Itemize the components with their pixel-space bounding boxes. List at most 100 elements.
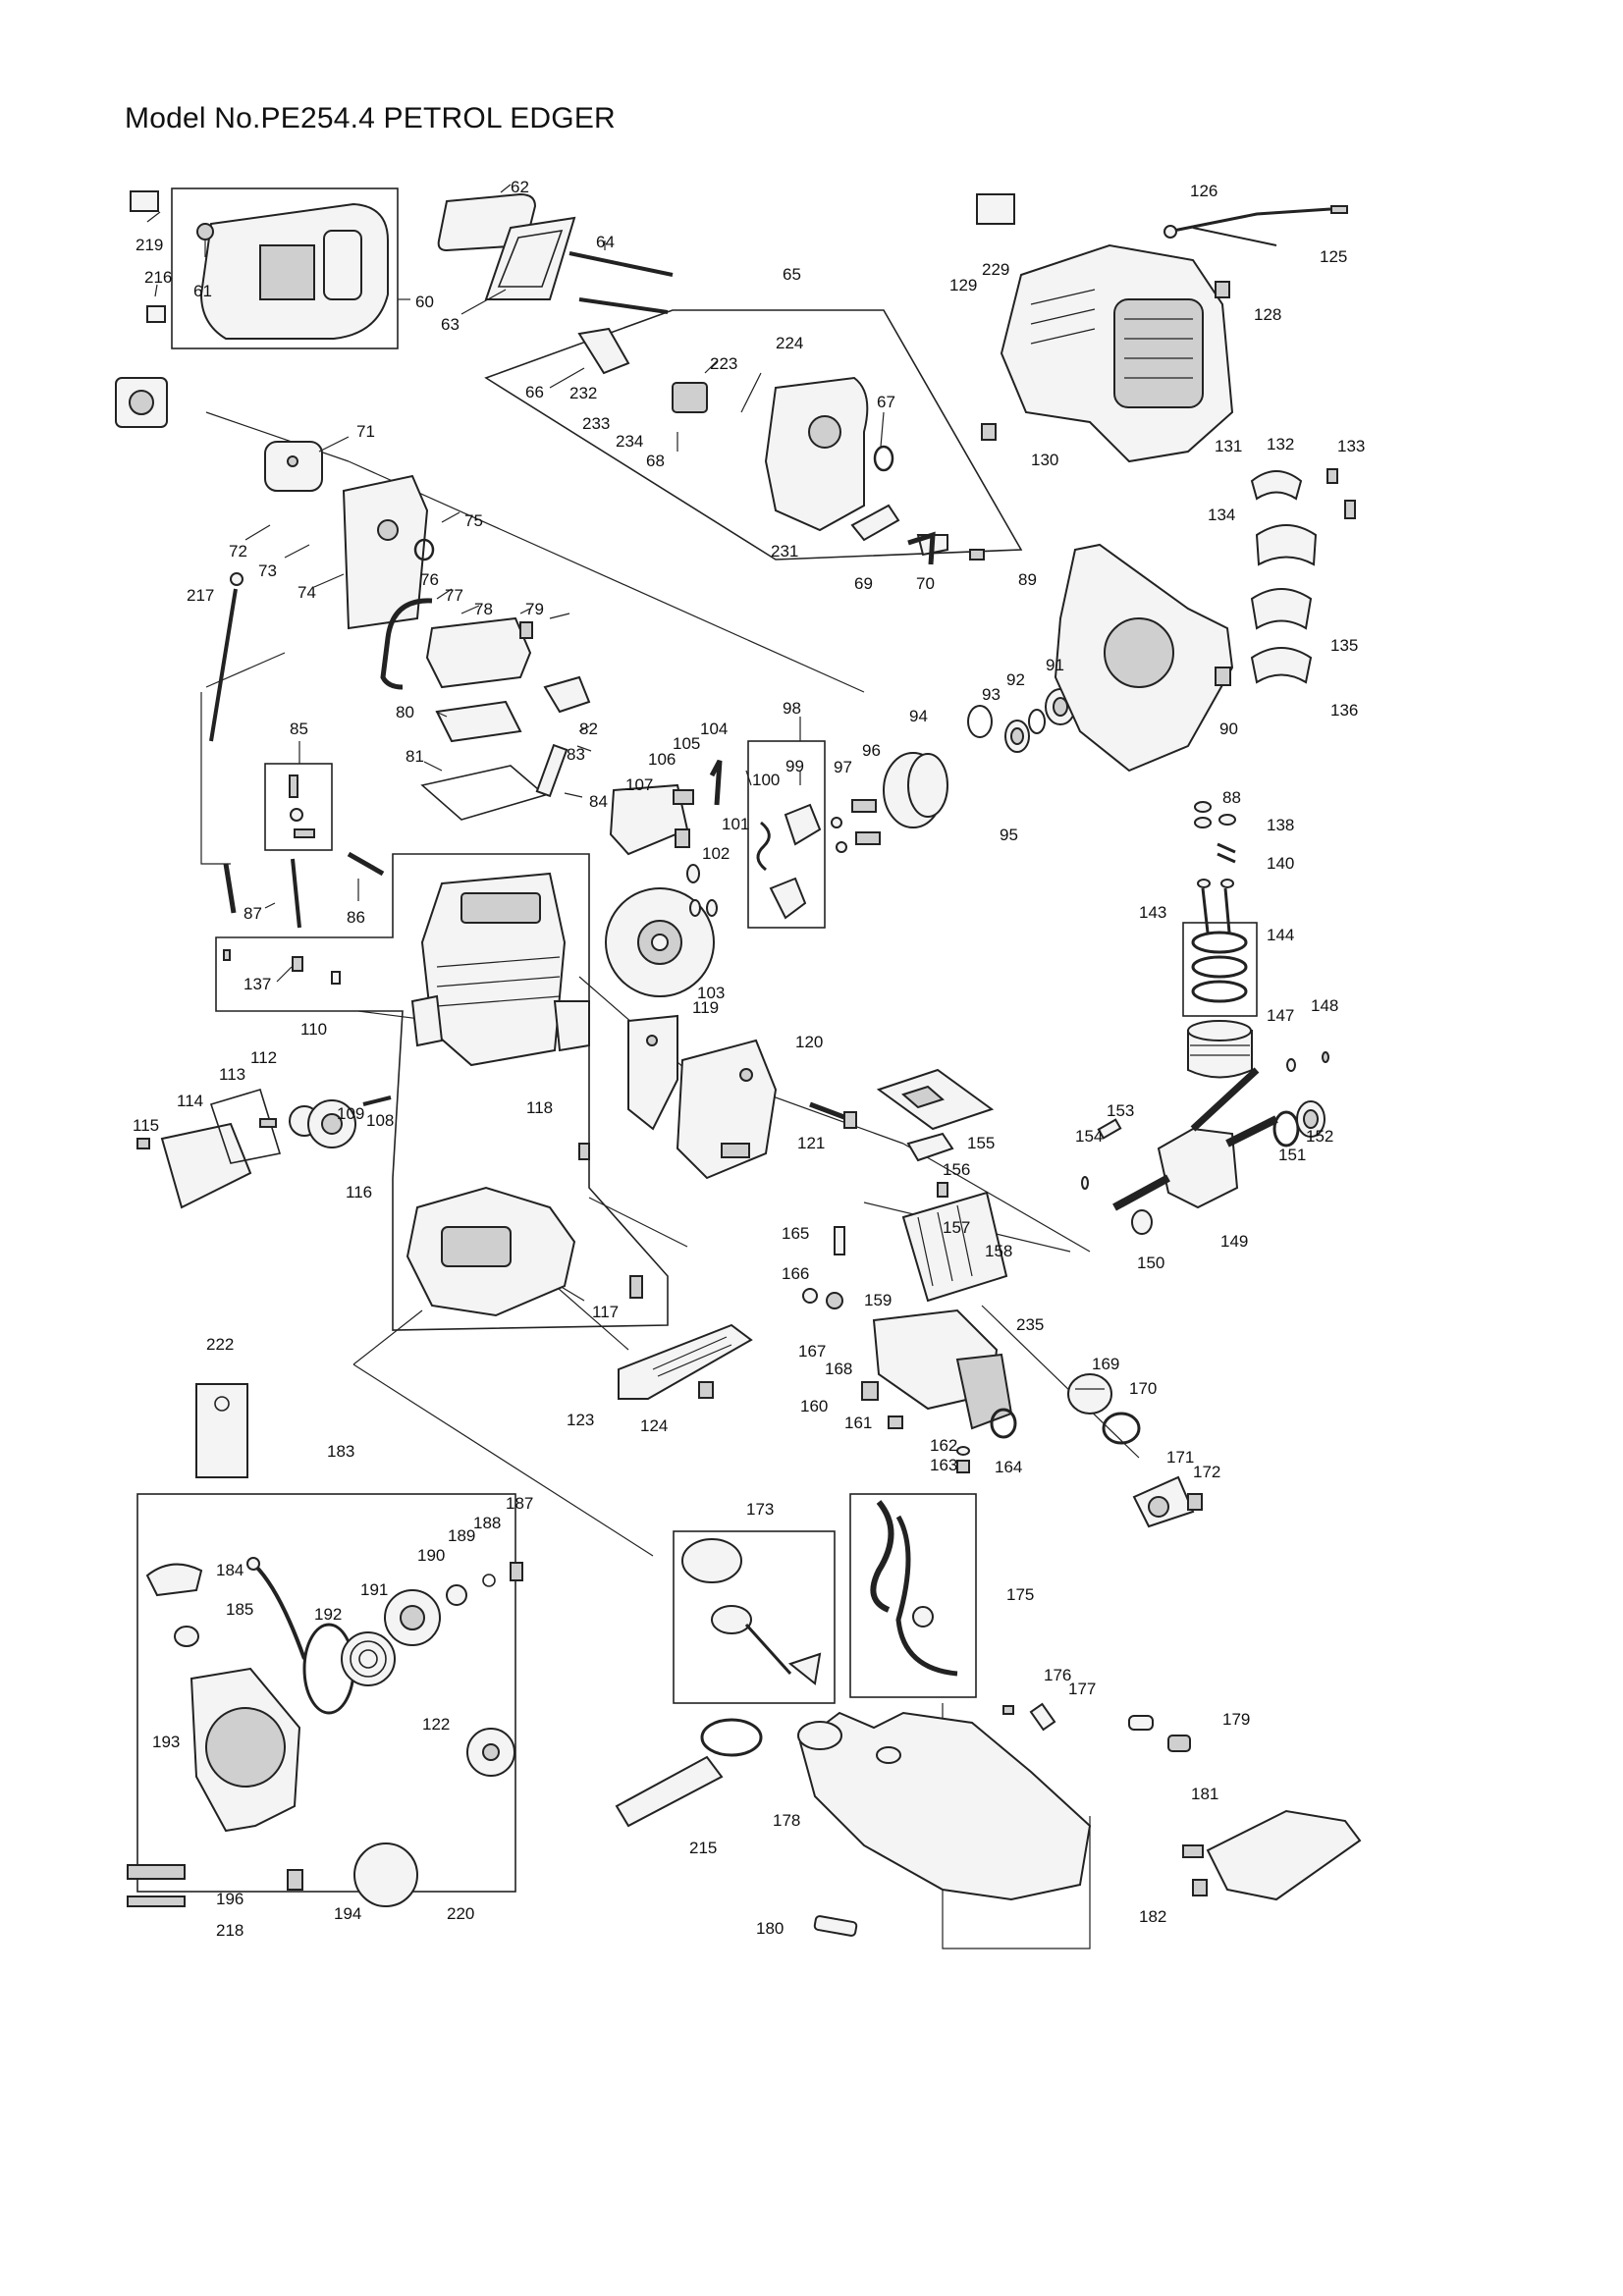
frame-line-left bbox=[200, 692, 231, 865]
label-107: 107 bbox=[625, 775, 653, 794]
label-102: 102 bbox=[702, 844, 730, 863]
label-91: 91 bbox=[1046, 656, 1064, 674]
label-90: 90 bbox=[1219, 720, 1238, 738]
label-157: 157 bbox=[943, 1218, 970, 1237]
label-155: 155 bbox=[967, 1134, 995, 1152]
label-177: 177 bbox=[1068, 1680, 1096, 1698]
label-185: 185 bbox=[226, 1600, 253, 1619]
label-234: 234 bbox=[616, 432, 643, 451]
label-223: 223 bbox=[710, 354, 737, 373]
label-192: 192 bbox=[314, 1605, 342, 1624]
label-95: 95 bbox=[1000, 826, 1018, 844]
label-86: 86 bbox=[347, 908, 365, 927]
label-216: 216 bbox=[144, 268, 172, 287]
label-88: 88 bbox=[1222, 788, 1241, 807]
label-229: 229 bbox=[982, 260, 1009, 279]
label-135: 135 bbox=[1330, 636, 1358, 655]
group-box-85 bbox=[264, 763, 333, 851]
page-title: Model No.PE254.4 PETROL EDGER bbox=[125, 102, 616, 134]
label-82: 82 bbox=[579, 720, 598, 738]
label-121: 121 bbox=[797, 1134, 825, 1152]
label-176: 176 bbox=[1044, 1666, 1071, 1684]
label-156: 156 bbox=[943, 1160, 970, 1179]
label-77: 77 bbox=[445, 586, 463, 605]
label-60: 60 bbox=[415, 293, 434, 311]
label-126: 126 bbox=[1190, 182, 1217, 200]
label-114: 114 bbox=[177, 1092, 203, 1110]
label-129: 129 bbox=[949, 276, 977, 294]
label-168: 168 bbox=[825, 1360, 852, 1378]
label-134: 134 bbox=[1208, 506, 1235, 524]
label-116: 116 bbox=[346, 1183, 372, 1201]
label-109: 109 bbox=[337, 1104, 364, 1123]
label-138: 138 bbox=[1267, 816, 1294, 834]
label-158: 158 bbox=[985, 1242, 1012, 1260]
label-131: 131 bbox=[1215, 437, 1242, 455]
label-112: 112 bbox=[250, 1048, 277, 1067]
tag-222 bbox=[195, 1383, 248, 1478]
label-232: 232 bbox=[569, 384, 597, 402]
group-box-173 bbox=[673, 1530, 836, 1704]
label-93: 93 bbox=[982, 685, 1001, 704]
label-115: 115 bbox=[133, 1116, 159, 1135]
label-78: 78 bbox=[474, 600, 493, 618]
label-159: 159 bbox=[864, 1291, 892, 1309]
label-161: 161 bbox=[844, 1414, 872, 1432]
label-144: 144 bbox=[1267, 926, 1294, 944]
label-122: 122 bbox=[422, 1715, 450, 1734]
label-103: 103 bbox=[697, 984, 725, 1002]
label-130: 130 bbox=[1031, 451, 1058, 469]
label-136: 136 bbox=[1330, 701, 1358, 720]
label-72: 72 bbox=[229, 542, 247, 561]
label-110: 110 bbox=[300, 1020, 327, 1039]
label-151: 151 bbox=[1278, 1146, 1306, 1164]
label-73: 73 bbox=[258, 561, 277, 580]
label-92: 92 bbox=[1006, 670, 1025, 689]
group-box-engine bbox=[215, 853, 669, 1331]
label-165: 165 bbox=[782, 1224, 809, 1243]
label-106: 106 bbox=[648, 750, 676, 769]
label-172: 172 bbox=[1193, 1463, 1220, 1481]
label-171: 171 bbox=[1166, 1448, 1194, 1467]
crankshaft bbox=[1157, 1127, 1239, 1209]
label-85: 85 bbox=[290, 720, 308, 738]
label-108: 108 bbox=[366, 1111, 394, 1130]
group-box-65 bbox=[484, 309, 1023, 561]
label-132: 132 bbox=[1267, 435, 1294, 454]
label-189: 189 bbox=[448, 1526, 475, 1545]
label-217: 217 bbox=[187, 586, 214, 605]
label-152: 152 bbox=[1306, 1127, 1333, 1146]
label-196: 196 bbox=[216, 1890, 243, 1908]
label-224: 224 bbox=[776, 334, 803, 352]
label-96: 96 bbox=[862, 741, 881, 760]
label-98: 98 bbox=[783, 699, 801, 718]
label-194: 194 bbox=[334, 1904, 361, 1923]
label-64: 64 bbox=[596, 233, 615, 251]
label-175: 175 bbox=[1006, 1585, 1034, 1604]
label-67: 67 bbox=[877, 393, 895, 411]
label-183: 183 bbox=[327, 1442, 354, 1461]
label-169: 169 bbox=[1092, 1355, 1119, 1373]
group-box-183 bbox=[136, 1493, 516, 1893]
label-63: 63 bbox=[441, 315, 460, 334]
label-143: 143 bbox=[1139, 903, 1166, 922]
label-180: 180 bbox=[756, 1919, 784, 1938]
group-box-98 bbox=[747, 740, 826, 929]
label-193: 193 bbox=[152, 1733, 180, 1751]
label-162: 162 bbox=[930, 1436, 957, 1455]
label-235: 235 bbox=[1016, 1315, 1044, 1334]
label-69: 69 bbox=[854, 574, 873, 593]
label-84: 84 bbox=[589, 792, 608, 811]
label-190: 190 bbox=[417, 1546, 445, 1565]
label-164: 164 bbox=[995, 1458, 1022, 1476]
label-123: 123 bbox=[567, 1411, 594, 1429]
label-128: 128 bbox=[1254, 305, 1281, 324]
label-89: 89 bbox=[1018, 570, 1037, 589]
label-66: 66 bbox=[525, 383, 544, 401]
label-70: 70 bbox=[916, 574, 935, 593]
label-184: 184 bbox=[216, 1561, 243, 1579]
label-83: 83 bbox=[567, 745, 585, 764]
label-97: 97 bbox=[834, 758, 852, 776]
label-166: 166 bbox=[782, 1264, 809, 1283]
label-147: 147 bbox=[1267, 1006, 1294, 1025]
